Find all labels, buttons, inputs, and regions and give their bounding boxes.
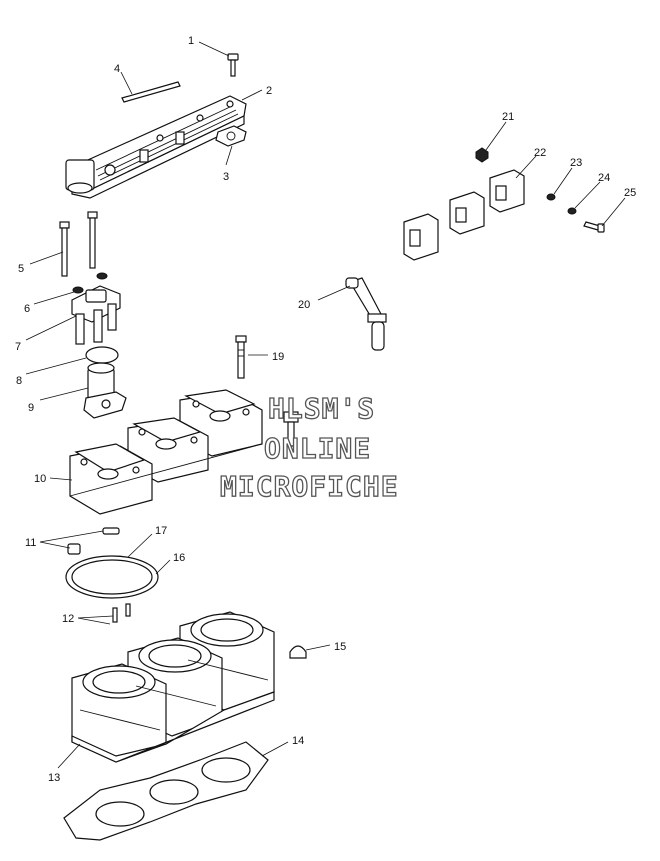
part-7-bracket [71, 285, 121, 345]
leader-21 [485, 121, 507, 151]
callout-19: 19 [272, 351, 284, 363]
callout-14: 14 [292, 735, 304, 747]
part-24-washer [567, 207, 577, 215]
leader-16 [155, 559, 171, 575]
callout-6: 6 [24, 303, 30, 315]
part-15-cap-nut [289, 645, 307, 659]
callout-5: 5 [18, 263, 24, 275]
leader-15 [305, 644, 331, 651]
callout-3: 3 [223, 171, 229, 183]
watermark-line-2: ONLINE [264, 432, 371, 465]
leader-17 [127, 533, 153, 558]
part-19-stud [235, 335, 247, 379]
part-spark-plug [283, 411, 299, 447]
part-9-valve [83, 362, 127, 419]
part-13-cylinder-block [71, 611, 275, 763]
leader-2 [241, 89, 263, 101]
part-1-bolt [227, 53, 239, 77]
callout-24: 24 [598, 172, 610, 184]
part-16-17-gasket [65, 555, 159, 599]
leader-20 [317, 285, 351, 301]
leader-22 [515, 155, 537, 179]
leader-13 [57, 743, 81, 769]
part-8-oring [85, 346, 119, 364]
part-10-heads [69, 389, 263, 515]
callout-20: 20 [298, 299, 310, 311]
part-11-clips [67, 527, 120, 555]
leader-11a [39, 530, 104, 543]
callout-13: 13 [48, 772, 60, 784]
part-3-gasket [215, 125, 247, 147]
part-23-washer [546, 193, 556, 201]
callout-15: 15 [334, 641, 346, 653]
watermark: HLSM'S ONLINE MICROFICHE [219, 391, 399, 503]
callout-8: 8 [16, 375, 22, 387]
leader-9 [39, 387, 89, 401]
leader-12a [77, 615, 114, 619]
watermark-line-3: MICROFICHE [220, 470, 399, 503]
callout-4: 4 [114, 63, 120, 75]
part-20-plug-cap [345, 277, 387, 351]
part-4-strip [121, 81, 181, 103]
part-12-pins [112, 603, 131, 623]
callout-9: 9 [28, 402, 34, 414]
leader-8 [25, 357, 87, 375]
leader-23 [553, 167, 573, 195]
leader-5 [29, 251, 64, 265]
part-22-coils [403, 169, 525, 261]
watermark-line-1: HLSM'S [268, 392, 375, 425]
leader-24 [574, 181, 601, 209]
leader-14 [261, 741, 289, 757]
callout-22: 22 [534, 147, 546, 159]
leader-1 [198, 41, 230, 57]
part-14-base-gasket [63, 741, 269, 841]
callout-25: 25 [624, 187, 636, 199]
leader-25 [601, 197, 626, 227]
leader-12b [77, 617, 111, 625]
part-2-rail [65, 95, 247, 199]
leader-3 [225, 145, 233, 166]
callout-23: 23 [570, 157, 582, 169]
callout-7: 7 [15, 341, 21, 353]
part-6-washers [72, 272, 108, 294]
callout-17: 17 [155, 525, 167, 537]
part-21-nut [475, 147, 489, 163]
leader-10 [49, 477, 73, 481]
part-5-bolts [59, 211, 98, 277]
leader-6 [33, 291, 75, 305]
callout-2: 2 [266, 85, 272, 97]
callout-12: 12 [62, 613, 74, 625]
leader-7 [25, 315, 77, 341]
callout-21: 21 [502, 111, 514, 123]
leader-4 [120, 71, 133, 95]
callout-10: 10 [34, 473, 46, 485]
callout-11: 11 [25, 537, 36, 549]
callout-16: 16 [173, 552, 185, 564]
callout-1: 1 [188, 35, 194, 47]
leader-11b [39, 541, 71, 549]
part-25-screw [583, 221, 605, 233]
